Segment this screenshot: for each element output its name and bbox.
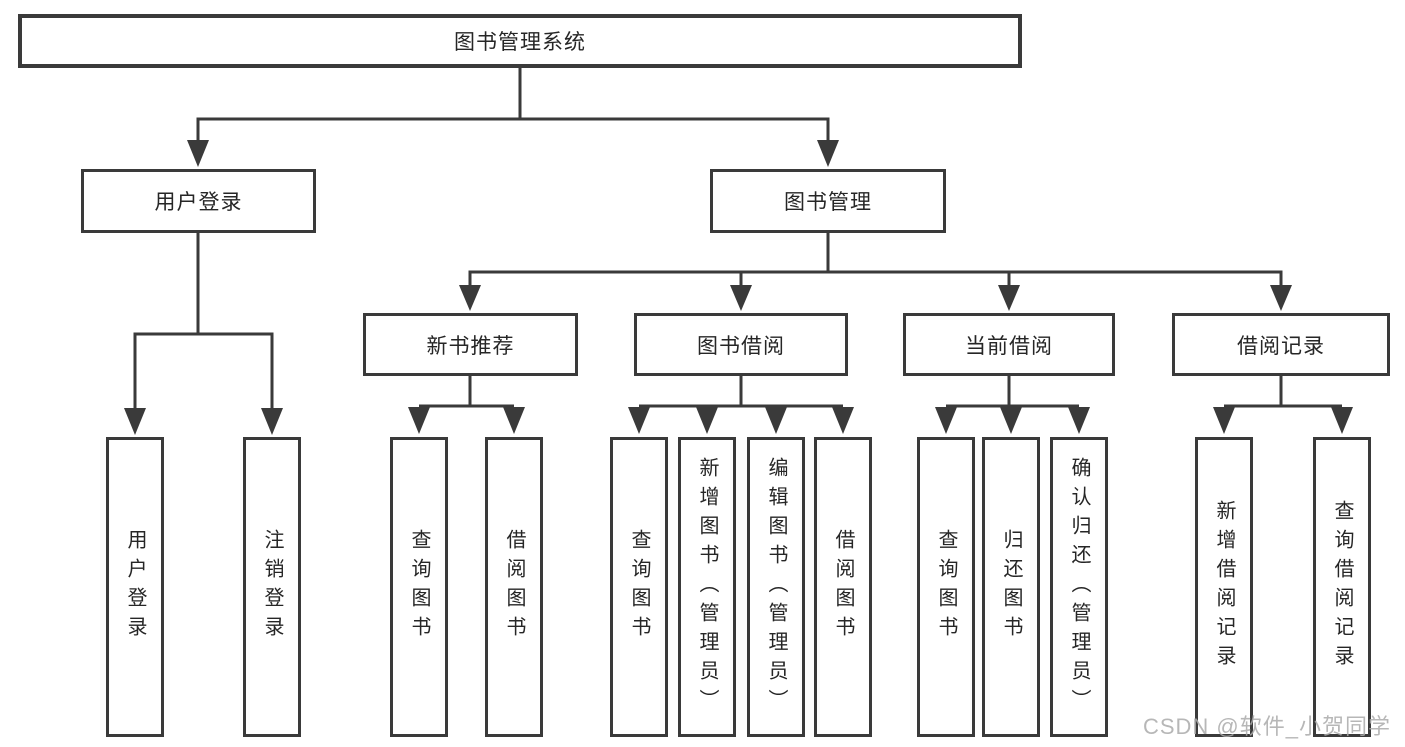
- leaf-edit-book-admin: 编辑图书（管理员）: [747, 437, 805, 737]
- leaf-return-books: 归还图书: [982, 437, 1040, 737]
- node-book-management: 图书管理: [710, 169, 946, 233]
- leaf-query-books-borrowing: 查询图书: [610, 437, 668, 737]
- leaf-label: 新增图书（管理员）: [696, 456, 718, 718]
- node-label: 新书推荐: [426, 334, 515, 358]
- node-book-borrowing: 图书借阅: [634, 313, 848, 376]
- node-user-login: 用户登录: [81, 169, 316, 233]
- leaf-confirm-return-admin: 确认归还（管理员）: [1050, 437, 1108, 737]
- leaf-label: 查询图书: [408, 529, 430, 645]
- node-label: 借阅记录: [1237, 334, 1325, 358]
- leaf-add-book-admin: 新增图书（管理员）: [678, 437, 736, 737]
- leaf-label: 注销登录: [261, 529, 283, 645]
- leaf-label: 查询图书: [628, 529, 650, 645]
- leaf-label: 编辑图书（管理员）: [765, 456, 787, 718]
- watermark: CSDN @软件_小贺同学: [1142, 714, 1391, 739]
- leaf-borrow-books-recommend: 借阅图书: [485, 437, 543, 737]
- node-new-book-recommendation: 新书推荐: [363, 313, 578, 376]
- leaf-label: 新增借阅记录: [1213, 500, 1235, 674]
- node-label: 图书管理系统: [454, 31, 586, 54]
- node-current-borrowing: 当前借阅: [903, 313, 1115, 376]
- leaf-query-books-recommend: 查询图书: [390, 437, 448, 737]
- leaf-label: 归还图书: [1000, 529, 1022, 645]
- leaf-label: 借阅图书: [503, 529, 525, 645]
- leaf-borrow-books-borrowing: 借阅图书: [814, 437, 872, 737]
- node-label: 图书管理: [784, 191, 872, 214]
- leaf-label: 确认归还（管理员）: [1068, 456, 1090, 718]
- node-label: 图书借阅: [697, 334, 785, 358]
- node-label: 当前借阅: [965, 334, 1053, 358]
- leaf-add-borrow-record: 新增借阅记录: [1195, 437, 1253, 737]
- leaf-logout: 注销登录: [243, 437, 301, 737]
- node-borrowing-records: 借阅记录: [1172, 313, 1390, 376]
- leaf-label: 借阅图书: [832, 529, 854, 645]
- leaf-label: 查询借阅记录: [1331, 500, 1353, 674]
- leaf-label: 用户登录: [124, 529, 146, 645]
- leaf-query-borrow-record: 查询借阅记录: [1313, 437, 1371, 737]
- leaf-user-login: 用户登录: [106, 437, 164, 737]
- leaf-label: 查询图书: [935, 529, 957, 645]
- node-label: 用户登录: [154, 191, 243, 214]
- leaf-query-books-current: 查询图书: [917, 437, 975, 737]
- node-library-management-system: 图书管理系统: [18, 14, 1022, 68]
